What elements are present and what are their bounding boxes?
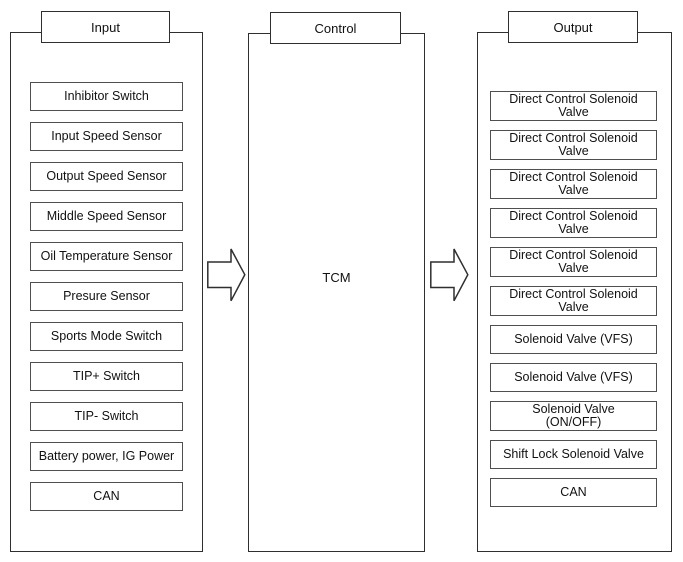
input-item-middle-speed-sensor: Middle Speed Sensor bbox=[30, 202, 183, 231]
control-panel bbox=[248, 33, 425, 552]
input-item-input-speed-sensor: Input Speed Sensor bbox=[30, 122, 183, 151]
input-item-inhibitor-switch: Inhibitor Switch bbox=[30, 82, 183, 111]
output-item-solenoid-valve-on-off: Solenoid Valve (ON/OFF) bbox=[490, 401, 657, 431]
output-item-direct-control-solenoid-valve-2: Direct Control Solenoid Valve bbox=[490, 130, 657, 160]
control-header-label: Control bbox=[314, 20, 357, 36]
input-item-oil-temp-sensor: Oil Temperature Sensor bbox=[30, 242, 183, 271]
input-item-can: CAN bbox=[30, 482, 183, 511]
input-item-sports-mode-switch: Sports Mode Switch bbox=[30, 322, 183, 351]
output-header-label: Output bbox=[553, 19, 593, 35]
input-item-tip-minus-switch: TIP- Switch bbox=[30, 402, 183, 431]
input-header-label: Input bbox=[91, 19, 120, 35]
output-item-solenoid-valve-vfs-1: Solenoid Valve (VFS) bbox=[490, 325, 657, 354]
input-item-presure-sensor: Presure Sensor bbox=[30, 282, 183, 311]
input-item-battery-ig-power: Battery power, IG Power bbox=[30, 442, 183, 471]
output-item-direct-control-solenoid-valve-6: Direct Control Solenoid Valve bbox=[490, 286, 657, 316]
right-block-arrow-icon bbox=[430, 248, 469, 302]
tcm-label: TCM bbox=[322, 270, 351, 285]
output-item-solenoid-valve-vfs-2: Solenoid Valve (VFS) bbox=[490, 363, 657, 392]
input-item-list: Inhibitor Switch Input Speed Sensor Outp… bbox=[30, 82, 183, 511]
input-item-output-speed-sensor: Output Speed Sensor bbox=[30, 162, 183, 191]
output-item-direct-control-solenoid-valve-3: Direct Control Solenoid Valve bbox=[490, 169, 657, 199]
right-block-arrow-icon bbox=[207, 248, 246, 302]
output-item-direct-control-solenoid-valve-1: Direct Control Solenoid Valve bbox=[490, 91, 657, 121]
input-header: Input bbox=[41, 11, 170, 43]
output-item-direct-control-solenoid-valve-4: Direct Control Solenoid Valve bbox=[490, 208, 657, 238]
input-item-tip-plus-switch: TIP+ Switch bbox=[30, 362, 183, 391]
output-header: Output bbox=[508, 11, 638, 43]
output-item-direct-control-solenoid-valve-5: Direct Control Solenoid Valve bbox=[490, 247, 657, 277]
output-item-shift-lock-solenoid-valve: Shift Lock Solenoid Valve bbox=[490, 440, 657, 469]
control-header: Control bbox=[270, 12, 401, 44]
output-item-list: Direct Control Solenoid Valve Direct Con… bbox=[490, 91, 657, 507]
output-item-can: CAN bbox=[490, 478, 657, 507]
